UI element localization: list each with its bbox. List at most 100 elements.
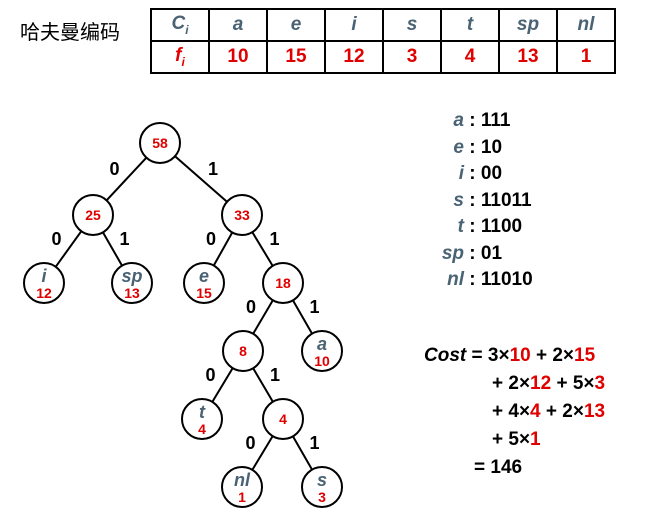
frequency-header-cell: fi xyxy=(150,40,210,74)
code-value: 11011 xyxy=(480,189,532,211)
code-value: 11010 xyxy=(480,269,533,290)
cost-line: + 4×4 + 2×13 xyxy=(492,398,605,426)
cost-term: + 2× xyxy=(530,345,575,366)
cost-label: Cost xyxy=(424,345,467,366)
code-row: i : 00 xyxy=(420,161,533,188)
node-weight: 4 xyxy=(279,411,287,427)
tree-edge xyxy=(292,299,313,335)
code-row: s : 11011 xyxy=(420,188,533,215)
frequency-cell: 13 xyxy=(498,40,558,74)
cost-term: + 2× xyxy=(540,401,584,422)
edge-bit-label: 1 xyxy=(270,365,280,385)
cost-line: = 146 xyxy=(474,454,522,482)
frequency-header: f xyxy=(175,45,182,67)
frequency-cell: 10 xyxy=(208,40,268,74)
edge-bit-label: 1 xyxy=(119,229,129,249)
tree-edge xyxy=(252,299,274,335)
code-list: a : 111 e : 10 i : 00 s : 11011 t : 1100… xyxy=(420,108,533,294)
cost-term: 10 xyxy=(509,345,531,366)
code-symbol: nl xyxy=(447,269,464,290)
tree-node xyxy=(262,398,304,440)
node-weight: 12 xyxy=(36,285,52,301)
frequency-header-sub: i xyxy=(181,54,185,69)
code-value: 111 xyxy=(480,110,511,131)
tree-edge xyxy=(54,230,83,268)
tree-node xyxy=(139,122,181,164)
frequency-cell: 3 xyxy=(382,40,442,74)
frequency-table: Ci a e i s t sp nl fi 10 15 12 3 4 13 1 xyxy=(150,8,616,74)
symbol-header-sub: i xyxy=(185,22,189,37)
tree-edge xyxy=(174,155,228,203)
node-symbol: a xyxy=(317,334,327,354)
node-symbol: nl xyxy=(234,470,251,490)
cost-term: 12 xyxy=(530,373,552,394)
code-row: e : 10 xyxy=(420,135,533,162)
edge-bit-label: 1 xyxy=(309,433,319,453)
cost-term: 13 xyxy=(583,401,606,422)
code-value: 10 xyxy=(480,136,503,158)
cost-term: = 146 xyxy=(474,457,523,478)
tree-node xyxy=(183,262,225,304)
symbol-header-cell: Ci xyxy=(150,8,210,42)
node-symbol: t xyxy=(199,402,206,422)
node-symbol: s xyxy=(317,470,327,490)
cost-line: + 2×12 + 5×3 xyxy=(492,370,605,398)
cost-terms: = 146 xyxy=(474,457,522,478)
cost-term: + 5× xyxy=(551,373,595,394)
edge-bit-label: 0 xyxy=(51,229,61,249)
cost-term: + 4× xyxy=(492,401,531,422)
edge-bit-label: 0 xyxy=(246,297,256,317)
cost-term: 4 xyxy=(530,401,541,422)
tree-edge xyxy=(251,435,274,471)
frequency-cell: 1 xyxy=(556,40,616,74)
cost-line: + 5×1 xyxy=(492,426,541,454)
code-value: 01 xyxy=(480,242,503,264)
code-row: t : 1100 xyxy=(420,214,533,241)
cost-terms: 3×10 + 2×15 xyxy=(488,345,595,366)
tree-edge xyxy=(211,367,234,403)
edge-bit-label: 1 xyxy=(309,297,319,317)
cost-term: 15 xyxy=(574,345,596,366)
cost-term: 1 xyxy=(530,429,541,450)
symbol-cell: sp xyxy=(498,8,558,42)
symbol-row: Ci a e i s t sp nl xyxy=(150,8,616,42)
code-symbol: a xyxy=(453,110,464,131)
page-title: 哈夫曼编码 xyxy=(20,20,120,44)
node-symbol: sp xyxy=(121,266,142,286)
symbol-header: C xyxy=(171,13,186,35)
tree-node xyxy=(301,466,343,508)
symbol-cell: i xyxy=(324,8,384,42)
code-symbol: e xyxy=(453,136,464,158)
symbol-cell: nl xyxy=(556,8,616,42)
edge-bit-label: 0 xyxy=(206,229,216,249)
code-symbol: sp xyxy=(441,242,464,264)
code-symbol: i xyxy=(458,163,464,184)
code-symbol: t xyxy=(457,216,464,237)
node-weight: 3 xyxy=(318,489,326,505)
cost-term: + 2× xyxy=(492,373,531,394)
cost-line: Cost = 3×10 + 2×15 xyxy=(424,345,596,366)
node-weight: 8 xyxy=(239,343,247,359)
edge-bit-label: 0 xyxy=(205,365,215,385)
frequency-cell: 15 xyxy=(266,40,326,74)
tree-node xyxy=(262,262,304,304)
tree-edge xyxy=(252,367,274,403)
symbol-cell: t xyxy=(440,8,500,42)
cost-term: 3 xyxy=(594,373,606,394)
tree-node xyxy=(111,262,153,304)
cost-term: + 5× xyxy=(492,429,531,450)
tree-edge xyxy=(102,231,123,267)
tree-node xyxy=(23,262,65,304)
cost-terms: + 4×4 + 2×13 xyxy=(492,401,605,422)
code-value: 00 xyxy=(480,163,503,184)
tree-node xyxy=(72,194,114,236)
tree-node xyxy=(221,466,263,508)
node-weight: 58 xyxy=(152,135,168,151)
tree-node xyxy=(301,330,343,372)
node-symbol: e xyxy=(199,266,209,286)
frequency-cell: 12 xyxy=(324,40,384,74)
cost-terms: + 5×1 xyxy=(492,429,541,450)
node-weight: 33 xyxy=(234,207,250,223)
frequency-cell: 4 xyxy=(440,40,500,74)
node-weight: 10 xyxy=(314,353,330,369)
